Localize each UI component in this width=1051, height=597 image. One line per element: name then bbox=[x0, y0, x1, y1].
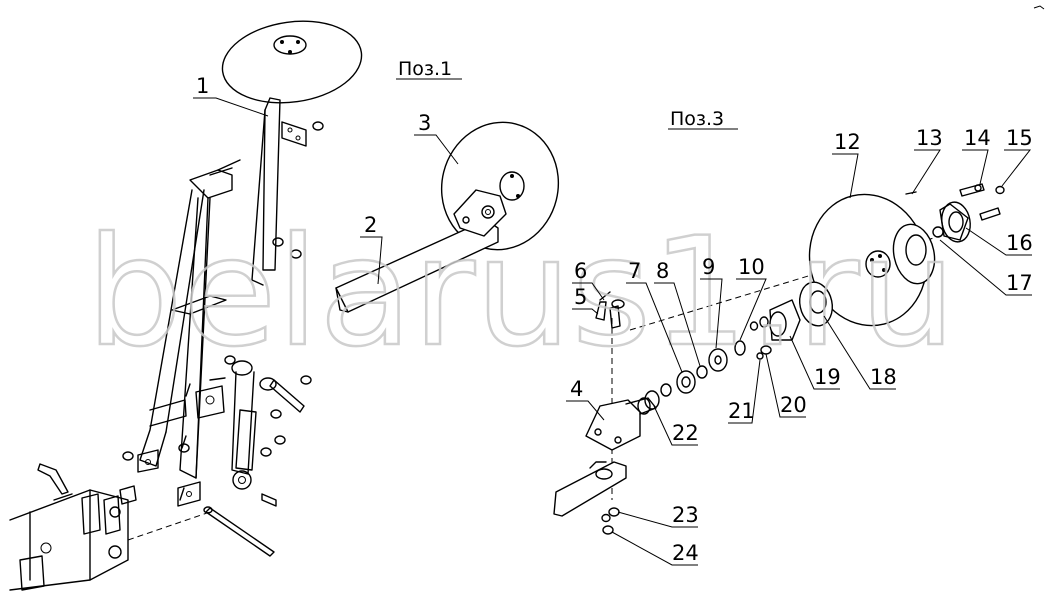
callout-13: 13 bbox=[916, 126, 943, 150]
frame-assembly bbox=[9, 20, 363, 591]
callout-6: 6 bbox=[574, 259, 587, 283]
callout-16: 16 bbox=[1006, 231, 1033, 255]
callout-10: 10 bbox=[738, 255, 765, 279]
callouts: 1 2 3 4 5 6 7 8 9 10 12 13 14 15 16 17 1 bbox=[193, 74, 1033, 566]
callout-24: 24 bbox=[672, 541, 699, 565]
callout-4: 4 bbox=[570, 377, 583, 401]
callout-20: 20 bbox=[780, 393, 807, 417]
callout-1: 1 bbox=[196, 74, 209, 98]
callout-17: 17 bbox=[1006, 271, 1033, 295]
callout-19: 19 bbox=[814, 365, 841, 389]
disc-arm-assembly bbox=[335, 121, 560, 313]
callout-3: 3 bbox=[418, 111, 431, 135]
callout-21: 21 bbox=[728, 399, 755, 423]
hub-exploded-assembly bbox=[553, 183, 1005, 535]
watermark-text: belarus1.ru bbox=[86, 206, 956, 380]
callout-12: 12 bbox=[834, 130, 861, 154]
callout-23: 23 bbox=[672, 503, 699, 527]
callout-14: 14 bbox=[964, 126, 991, 150]
callout-15: 15 bbox=[1006, 126, 1033, 150]
position-label-3: Поз.3 bbox=[670, 108, 724, 130]
corner-mark bbox=[1033, 5, 1045, 10]
callout-18: 18 bbox=[870, 365, 897, 389]
callout-7: 7 bbox=[628, 259, 641, 283]
position-label-1: Поз.1 bbox=[398, 58, 452, 80]
callout-9: 9 bbox=[702, 255, 715, 279]
callout-22: 22 bbox=[672, 421, 699, 445]
callout-2: 2 bbox=[364, 213, 377, 237]
callout-8: 8 bbox=[656, 259, 669, 283]
callout-5: 5 bbox=[574, 285, 587, 309]
